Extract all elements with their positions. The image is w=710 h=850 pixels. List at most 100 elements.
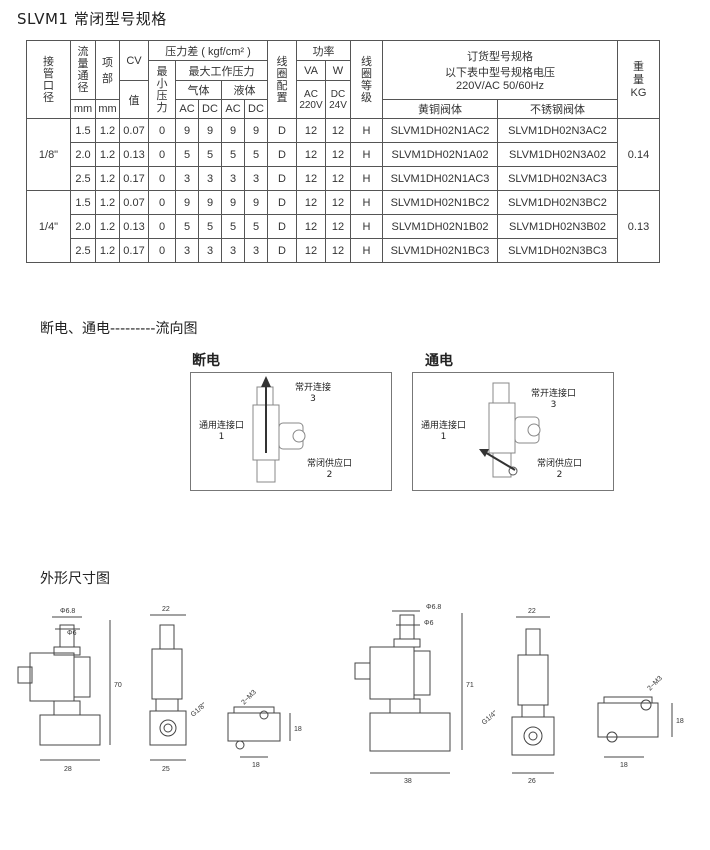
table-cell: 0.07 xyxy=(119,190,149,215)
dim-70: 70 xyxy=(114,682,122,689)
table-cell: 0 xyxy=(148,238,176,263)
table-cell: 12 xyxy=(325,238,351,263)
table-cell: 2.0 xyxy=(70,214,96,239)
table-cell: 0.13 xyxy=(119,214,149,239)
table-cell: 5 xyxy=(221,214,245,239)
drawing-side-18 xyxy=(149,614,187,761)
table-cell: D xyxy=(267,166,297,191)
table-cell: 3 xyxy=(244,238,268,263)
valve-on-illustration xyxy=(479,382,541,478)
dim-d68-a: Φ6.8 xyxy=(60,608,75,615)
table-cell: 9 xyxy=(198,118,222,143)
header-maxwork: 最大工作压力 xyxy=(175,60,268,81)
table-cell: 9 xyxy=(198,190,222,215)
dim-22-a: 22 xyxy=(162,606,170,613)
header-flow: 流量通径 xyxy=(70,40,96,100)
table-cell: 2.0 xyxy=(70,142,96,167)
table-cell: 0 xyxy=(148,118,176,143)
dim-m3-b: 2−M3 xyxy=(646,675,664,693)
dim-38: 38 xyxy=(404,778,412,785)
drawing-front-14 xyxy=(354,610,463,774)
table-cell: H xyxy=(350,190,383,215)
dim-18-d: 18 xyxy=(676,718,684,725)
table-cell: 12 xyxy=(325,166,351,191)
dim-d6-b: Φ6 xyxy=(424,620,434,627)
dim-71: 71 xyxy=(466,682,474,689)
table-cell: D xyxy=(267,142,297,167)
table-cell: 0 xyxy=(148,166,176,191)
table-cell: 1.2 xyxy=(95,166,120,191)
header-gas: 气体 xyxy=(175,80,222,100)
flow-heading: 断电、通电---------流向图 xyxy=(40,321,198,337)
dimension-drawings: Φ6.8 Φ6 70 28 22 25 G1/8" 2−M3 18 18 xyxy=(17,604,684,785)
table-cell: D xyxy=(267,190,297,215)
order-line-3: 220V/AC 50/60Hz xyxy=(455,80,545,92)
table-cell: 0 xyxy=(148,190,176,215)
header-power: 功率 xyxy=(296,40,351,61)
table-cell: 9 xyxy=(221,190,245,215)
table-cell: 0.07 xyxy=(119,118,149,143)
header-va: VA xyxy=(296,60,326,81)
table-cell: SLVM1DH02N1BC2 xyxy=(382,190,498,215)
table-cell: 12 xyxy=(296,166,326,191)
dim-d68-b: Φ6.8 xyxy=(426,604,441,611)
table-cell: SLVM1DH02N1BC3 xyxy=(382,238,498,263)
valve-off-illustration xyxy=(252,376,306,483)
dims-heading: 外形尺寸图 xyxy=(40,571,110,587)
drawing-front-18 xyxy=(17,616,111,761)
table-cell: SLVM1DH02N3AC3 xyxy=(497,166,618,191)
table-cell: SLVM1DH02N3BC3 xyxy=(497,238,618,263)
dim-d6-a: Φ6 xyxy=(67,630,77,637)
table-cell: 12 xyxy=(325,142,351,167)
table-cell: SLVM1DH02N1B02 xyxy=(382,214,498,239)
table-cell: 3 xyxy=(221,238,245,263)
table-cell: SLVM1DH02N3A02 xyxy=(497,142,618,167)
table-cell: 5 xyxy=(244,214,268,239)
header-min: 最小压力 xyxy=(148,60,176,119)
header-port: 接管口径 xyxy=(26,40,71,119)
header-weight: 重量 KG xyxy=(617,40,660,119)
spec-title: SLVM1 常闭型号规格 xyxy=(17,10,167,28)
table-cell: 9 xyxy=(175,118,199,143)
table-cell: 3 xyxy=(175,238,199,263)
table-cell: 5 xyxy=(244,142,268,167)
table-cell: 3 xyxy=(221,166,245,191)
order-line-1: 订货型号规格 xyxy=(467,51,533,63)
header-order: 订货型号规格 以下表中型号规格电压 220V/AC 50/60Hz xyxy=(382,40,618,100)
table-cell: 12 xyxy=(296,214,326,239)
dim-18-a: 18 xyxy=(252,762,260,769)
table-cell: 1.5 xyxy=(70,190,96,215)
table-cell: H xyxy=(350,142,383,167)
table-cell: SLVM1DH02N3AC2 xyxy=(497,118,618,143)
table-cell: 1.2 xyxy=(95,214,120,239)
table-cell: 9 xyxy=(221,118,245,143)
table-cell: 9 xyxy=(175,190,199,215)
dim-22-b: 22 xyxy=(528,608,536,615)
table-cell: H xyxy=(350,118,383,143)
table-cell: D xyxy=(267,238,297,263)
dim-g18: G1/8" xyxy=(190,701,208,718)
table-cell: 9 xyxy=(244,118,268,143)
header-top: 项部 xyxy=(95,40,120,100)
table-cell: SLVM1DH02N3B02 xyxy=(497,214,618,239)
table-cell: H xyxy=(350,166,383,191)
header-pressure: 压力差 ( kgf/cm² ) xyxy=(148,40,268,61)
table-cell: 1.5 xyxy=(70,118,96,143)
table-cell: 3 xyxy=(175,166,199,191)
header-w: W xyxy=(325,60,351,81)
table-cell: 12 xyxy=(296,190,326,215)
table-cell: 12 xyxy=(296,118,326,143)
table-cell: 12 xyxy=(325,118,351,143)
table-cell: 5 xyxy=(198,142,222,167)
